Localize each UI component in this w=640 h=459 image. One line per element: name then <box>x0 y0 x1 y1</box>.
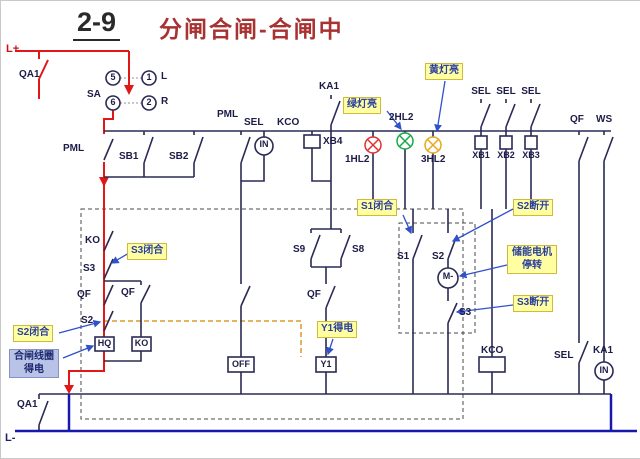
label-s3-mid: S3 <box>459 307 472 318</box>
label-lamp-2hl2: 2HL2 <box>389 112 414 123</box>
callout-s2-open: S2断开 <box>513 199 554 216</box>
label-s2-mid: S2 <box>432 251 445 262</box>
callout-closing-coil-energized: 合闸线圈得电 <box>9 349 59 378</box>
label-ko-left: KO <box>85 235 100 246</box>
callout-s3-open: S3断开 <box>513 295 554 312</box>
label-sel-contact-6: 6 <box>110 97 116 107</box>
callout-s3-closed: S3闭合 <box>127 243 168 260</box>
lamp-icons <box>364 132 442 154</box>
label-kco-bottom: KCO <box>481 345 504 356</box>
label-qa1-top: QA1 <box>19 69 40 80</box>
page-title: 分闸合闸-合闸中 <box>159 16 344 42</box>
page-number: 2-9 <box>73 7 121 41</box>
label-kco-top: KCO <box>277 117 300 128</box>
label-position-r: R <box>161 96 169 107</box>
label-ws: WS <box>596 114 613 125</box>
lamp-1hl2-icon <box>364 136 382 154</box>
label-qf-left-1: QF <box>77 289 91 300</box>
callout-s1-closed: S1闭合 <box>357 199 398 216</box>
label-sb1: SB1 <box>119 151 139 162</box>
callout-s2-closed: S2闭合 <box>13 325 54 342</box>
label-s9: S9 <box>293 244 306 255</box>
label-lamp-3hl2: 3HL2 <box>421 154 446 165</box>
label-xb1: XB1 <box>472 150 490 160</box>
label-xb2: XB2 <box>497 150 515 160</box>
label-qf-mid: QF <box>307 289 321 300</box>
label-hq-coil: HQ <box>97 338 112 348</box>
label-sel-right-1: SEL <box>471 86 491 97</box>
label-pml-left: PML <box>63 143 85 154</box>
callout-arrows <box>58 80 514 359</box>
label-ka1-top: KA1 <box>319 81 340 92</box>
label-sa: SA <box>87 89 101 100</box>
label-motor: M- <box>442 271 454 281</box>
label-s3-left: S3 <box>83 263 96 274</box>
label-sel-top: SEL <box>244 117 264 128</box>
label-xb4: XB4 <box>323 136 343 147</box>
label-sel-contact-5: 5 <box>110 72 116 82</box>
callout-yellow-lamp-on: 黄灯亮 <box>425 63 463 80</box>
dark-wires <box>38 70 614 431</box>
blue-rail <box>15 394 637 433</box>
label-qf-right: QF <box>570 114 584 125</box>
label-ko-coil: KO <box>134 338 149 348</box>
label-qf-left-2: QF <box>121 287 135 298</box>
red-arrow-icons <box>64 85 134 394</box>
label-y1-coil: Y1 <box>320 359 332 369</box>
callout-motor-stopped: 储能电机停转 <box>507 245 557 274</box>
label-xb3: XB3 <box>522 150 540 160</box>
label-ka1-bottom: KA1 <box>593 345 614 356</box>
label-pml-mid: PML <box>217 109 239 120</box>
label-lamp-1hl2: 1HL2 <box>345 154 370 165</box>
label-s2-left: S2 <box>81 315 94 326</box>
label-sel-contact-2: 2 <box>146 97 152 107</box>
label-sel-right-2: SEL <box>496 86 516 97</box>
label-off-coil: OFF <box>232 359 250 369</box>
rail-positive-label: L+ <box>6 43 20 55</box>
label-qa1-bottom: QA1 <box>17 399 38 410</box>
label-sb2: SB2 <box>169 151 189 162</box>
lamp-3hl2-icon <box>424 136 442 154</box>
label-sel-right-3: SEL <box>521 86 541 97</box>
label-in-coil-bottom: IN <box>599 365 609 375</box>
label-position-l: L <box>161 71 168 82</box>
orange-dashed-path <box>104 320 302 357</box>
callout-y1-energized: Y1得电 <box>317 321 358 338</box>
label-s1-mid: S1 <box>397 251 410 262</box>
label-sel-bottom: SEL <box>554 350 574 361</box>
label-sel-contact-1: 1 <box>146 72 152 82</box>
lamp-2hl2-icon <box>396 132 414 150</box>
rail-negative-label: L- <box>5 432 16 444</box>
callout-green-lamp-on: 绿灯亮 <box>343 97 381 114</box>
label-s8: S8 <box>352 244 365 255</box>
label-in-coil-top: IN <box>259 139 269 149</box>
